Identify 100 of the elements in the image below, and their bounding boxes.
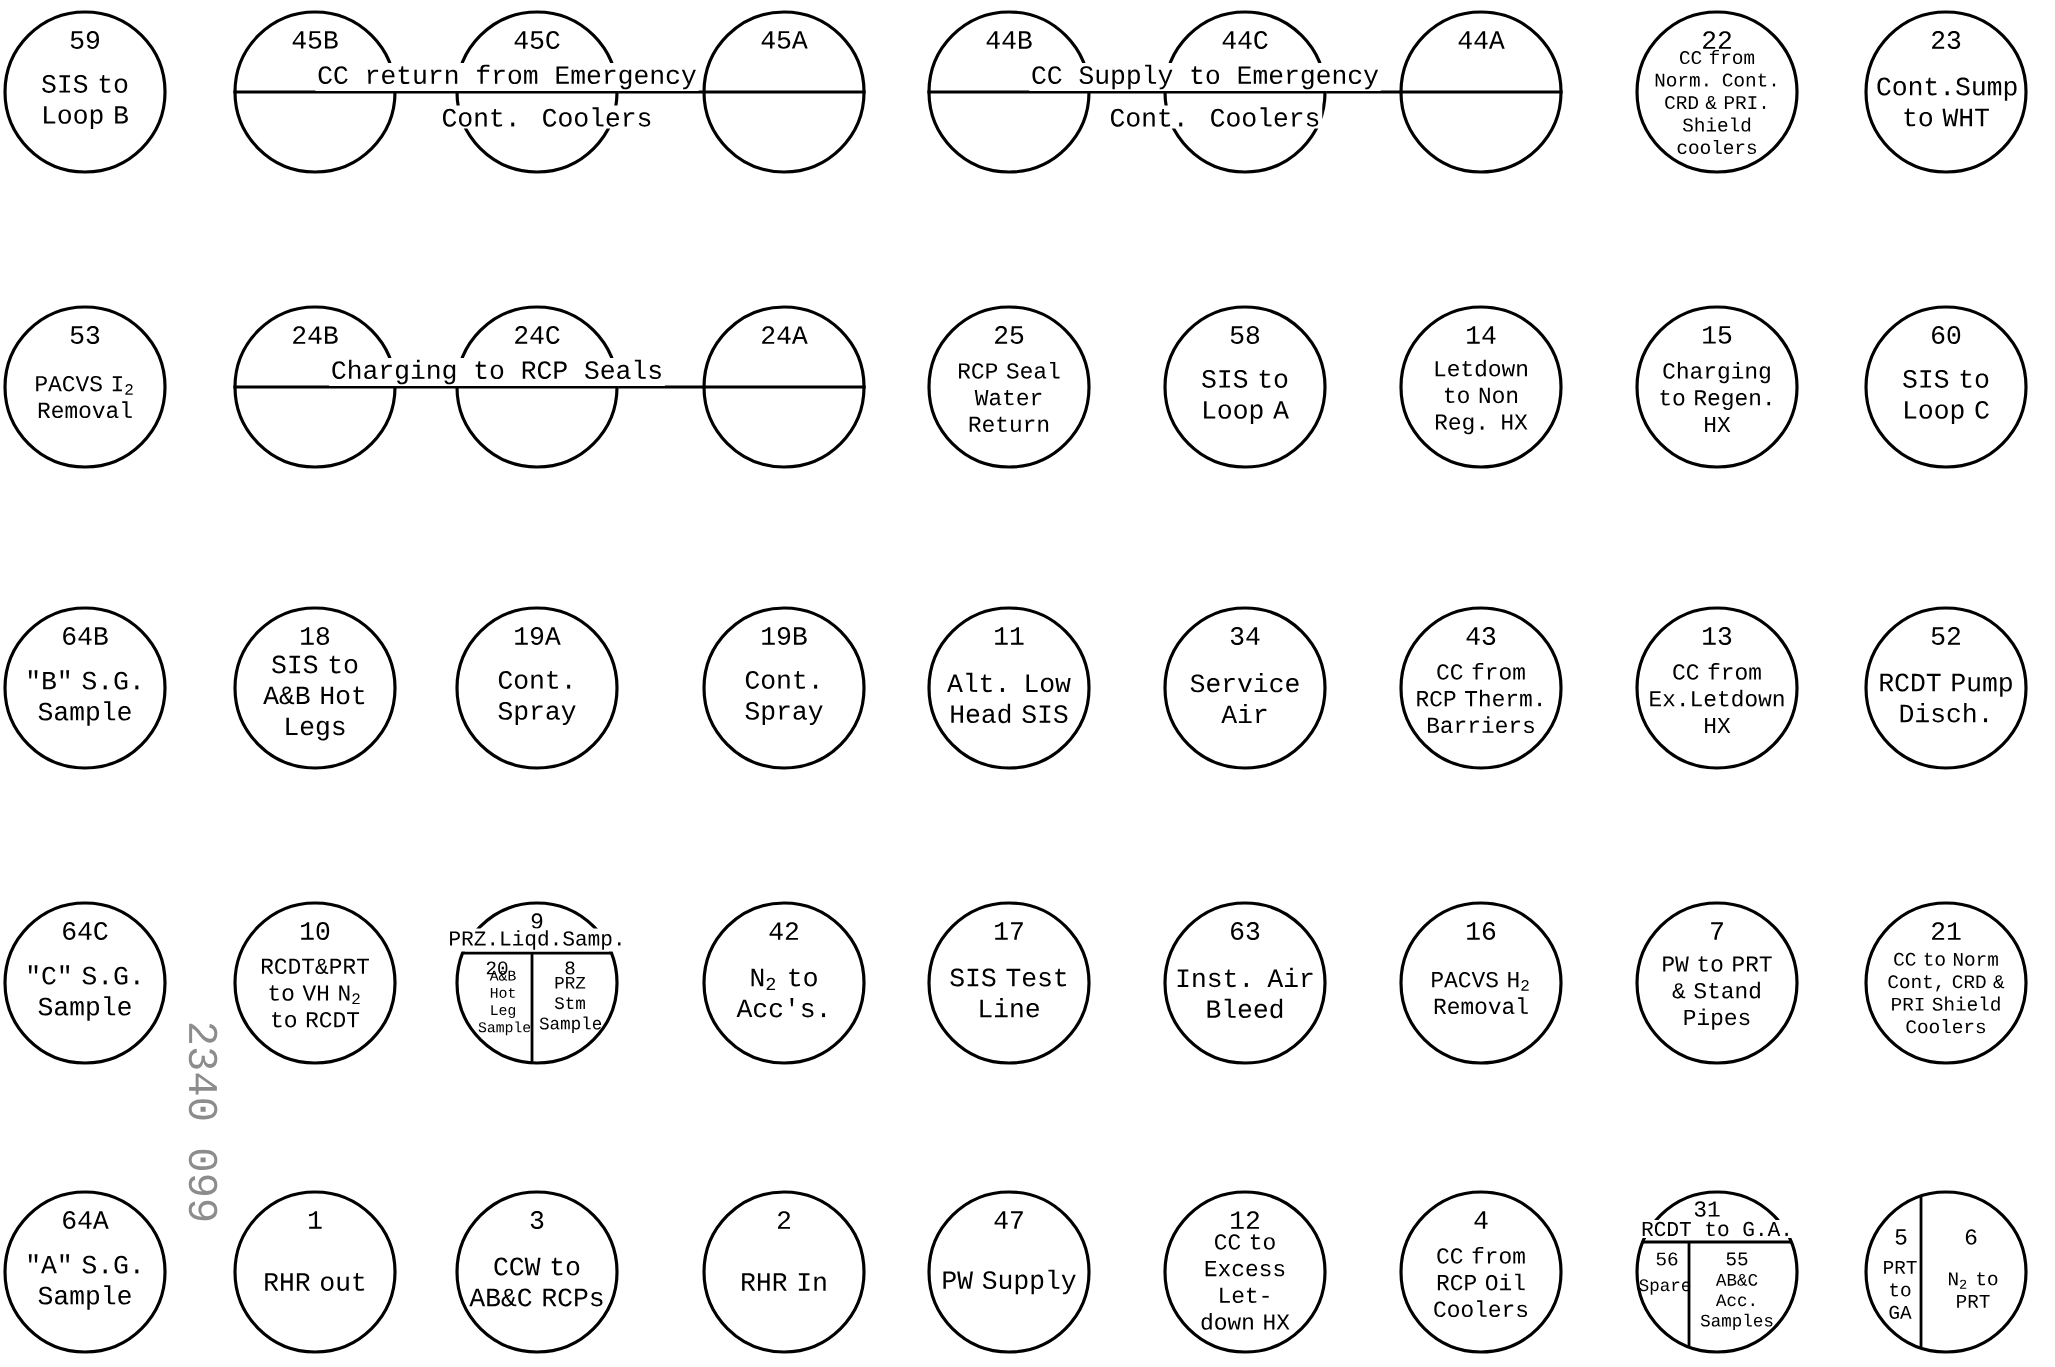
penetration-label: Charging to Regen. HX xyxy=(1660,362,1771,432)
penetration-label: RCDT&PRT to VH N$_{2}$ to RCDT xyxy=(262,958,369,1028)
penetration-number: 24A xyxy=(762,326,808,344)
penetration-label: CC from Ex.Letdown HX xyxy=(1650,663,1784,733)
penetration-label: PRZ.Liqd.Samp. xyxy=(446,928,628,952)
stamp-number: 2340 099 xyxy=(188,1023,218,1221)
penetration-number: 19A xyxy=(515,627,561,645)
penetration-label: N$_{2}$ to Acc's. xyxy=(736,968,826,1018)
pipe-line xyxy=(618,90,866,94)
penetration-number: 58 xyxy=(1230,326,1260,344)
penetration-label: CC from Norm. Cont. CRD & PRI. Shield coolers xyxy=(1655,49,1776,155)
penetration-label: PW to PRT & Stand Pipes xyxy=(1663,956,1772,1030)
penetration-label: SIS to Loop B xyxy=(42,75,128,129)
penetration-number: 9 xyxy=(531,913,543,929)
penetration-label: "A" S.G. Sample xyxy=(28,1254,139,1310)
penetration-number: 44A xyxy=(1458,31,1505,49)
penetration-number: 21 xyxy=(1932,922,1961,940)
penetration-number: 1 xyxy=(309,1211,322,1229)
penetration-label: RCDT Pump Disch. xyxy=(1880,673,2012,723)
penetration-number: 7 xyxy=(1711,922,1723,940)
penetration-number: 45B xyxy=(292,31,338,49)
pipe-line xyxy=(927,90,1327,94)
penetration-label: Cont. Spray xyxy=(745,671,823,725)
penetration-label: RCP Seal Water Return xyxy=(959,361,1060,433)
penetration-label: Cont.Sump to WHT xyxy=(1877,77,2017,127)
penetration-label: PW Supply xyxy=(943,1269,1076,1295)
penetration-label: SIS to Loop A xyxy=(1202,370,1289,424)
penetration-label: Service Air xyxy=(1190,673,1299,723)
penetration-label: PACVS I$_{2}$ Removal xyxy=(36,375,133,419)
penetration-label: AB&C Acc. Samples xyxy=(1700,1273,1773,1331)
pipe-line xyxy=(1326,90,1563,94)
pipe-line xyxy=(233,385,619,389)
penetration-label: PRT to GA xyxy=(1884,1261,1917,1319)
penetration-number: 22 xyxy=(1703,31,1731,49)
penetration-label: PRZ Stm Sample xyxy=(539,977,602,1033)
penetration-number: 64B xyxy=(63,627,108,645)
penetration-number: 63 xyxy=(1231,922,1260,940)
penetration-label: "B" S.G. Sample xyxy=(28,670,139,726)
penetration-number: 6 xyxy=(1965,1229,1977,1245)
penetration-number: 3 xyxy=(530,1211,544,1229)
pipe-label: CC return from Emergency xyxy=(315,62,699,92)
penetration-label: SIS Test Line xyxy=(950,968,1066,1018)
penetration-label: N$_{2}$ to PRT xyxy=(1949,1272,1998,1308)
penetration-label: PACVS H$_{2}$ Removal xyxy=(1432,971,1529,1015)
penetration-number: 24B xyxy=(293,326,338,344)
penetration-number: 60 xyxy=(1932,326,1961,344)
penetration-number: 31 xyxy=(1694,1201,1720,1217)
penetration-number: 53 xyxy=(70,326,100,344)
penetration-number: 43 xyxy=(1466,627,1496,645)
penetration-number: 12 xyxy=(1231,1211,1259,1229)
pipe-label: Cont. Coolers xyxy=(439,105,655,129)
penetration-label: SIS to Loop C xyxy=(1903,370,1989,424)
penetration-number: 25 xyxy=(995,326,1024,344)
pipe-label: Charging to RCP Seals xyxy=(329,357,665,387)
penetration-number: 47 xyxy=(994,1211,1023,1229)
penetration-number: 14 xyxy=(1467,326,1496,344)
penetration-number: 44C xyxy=(1222,31,1268,49)
penetration-number: 64C xyxy=(63,922,108,940)
penetration-number: 23 xyxy=(1932,31,1961,49)
penetration-label: "C" S.G. Sample xyxy=(28,965,139,1021)
penetration-label: CC to Excess Let-down HX xyxy=(1201,1234,1290,1330)
pipe-line xyxy=(618,385,866,389)
penetration-label: RHR In xyxy=(742,1273,826,1291)
penetration-number: 19B xyxy=(762,627,807,645)
penetration-number: 10 xyxy=(301,922,330,940)
penetration-label: CC from RCP Therm. Barriers xyxy=(1417,662,1541,734)
penetration-number: 16 xyxy=(1467,922,1496,940)
penetration-number: 34 xyxy=(1230,627,1260,645)
penetration-number: 45C xyxy=(514,31,560,49)
penetration-number: 45A xyxy=(761,31,808,49)
penetration-label: Alt. Low Head SIS xyxy=(947,672,1071,724)
penetration-label: RHR out xyxy=(265,1273,365,1291)
penetration-number: 44B xyxy=(986,31,1032,49)
penetration-number: 56 xyxy=(1656,1252,1678,1266)
penetration-label: CC to Norm Cont, CRD & PRI Shield Coolers xyxy=(1888,952,2005,1034)
pipe-line xyxy=(233,90,619,94)
penetration-number: 59 xyxy=(70,31,99,49)
penetration-number: 55 xyxy=(1726,1252,1748,1266)
penetration-label: CC from RCP Oil Coolers xyxy=(1434,1246,1528,1318)
penetration-label: SIS to A&B Hot Legs xyxy=(263,655,365,741)
penetration-number: 24C xyxy=(515,326,560,344)
penetration-number: 5 xyxy=(1895,1229,1907,1245)
penetration-label: Letdown to Non Reg. HX xyxy=(1435,359,1528,435)
penetration-label: RCDT to G.A. xyxy=(1639,1220,1795,1238)
pipe-label: CC Supply to Emergency xyxy=(1029,62,1381,92)
penetration-number: 11 xyxy=(995,627,1024,645)
penetration-number: 2 xyxy=(778,1211,791,1229)
penetration-number: 15 xyxy=(1703,326,1732,344)
penetration-number: 64A xyxy=(63,1211,109,1229)
penetration-label: Inst. Air Bleed xyxy=(1177,967,1313,1019)
penetration-number: 17 xyxy=(995,922,1023,940)
penetration-label: CCW to AB&C RCPs xyxy=(469,1257,603,1307)
penetration-number: 52 xyxy=(1931,627,1960,645)
penetration-label: Cont. Spray xyxy=(498,671,576,725)
pipe-label: Cont. Coolers xyxy=(1107,105,1323,129)
penetration-number: 18 xyxy=(301,627,330,645)
penetration-number: 42 xyxy=(769,922,798,940)
penetration-number: 4 xyxy=(1474,1211,1488,1229)
penetration-number: 13 xyxy=(1703,627,1732,645)
penetration-number: 8 xyxy=(565,961,575,975)
